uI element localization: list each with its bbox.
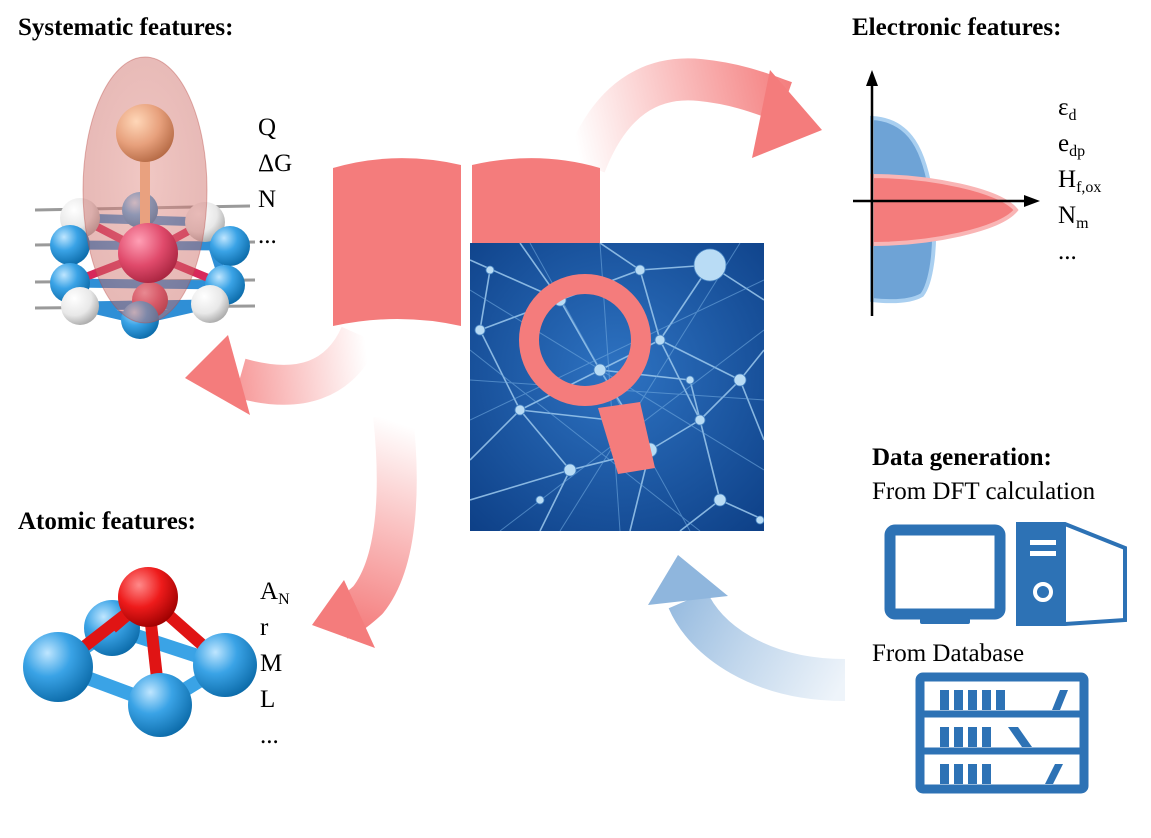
feature-item: ...: [1058, 238, 1077, 265]
from-database-label: From Database: [872, 640, 1025, 667]
electronic-features-heading: Electronic features:: [852, 14, 1062, 41]
arrow-to-electronic: [565, 58, 822, 173]
feature-item: ...: [258, 222, 277, 249]
dos-plot: [853, 70, 1040, 316]
atomic-feature-list: AN r M L ...: [260, 574, 290, 754]
from-dft-label: From DFT calculation: [872, 478, 1096, 505]
systematic-feature-list: Q ΔG N ...: [258, 110, 292, 254]
feature-item: M: [260, 650, 283, 677]
atomic-features-heading: Atomic features:: [18, 508, 196, 535]
feature-item: ΔG: [258, 150, 293, 177]
data-generation-heading: Data generation:: [872, 444, 1052, 471]
feature-item: Q: [258, 114, 277, 141]
feature-item: edp: [1058, 130, 1086, 160]
feature-item: N: [258, 186, 277, 213]
arrow-from-data: [648, 555, 846, 701]
feature-item: ...: [260, 722, 279, 749]
server-tower-icon: [1016, 522, 1127, 626]
magnifier-icon: [519, 274, 655, 474]
feature-item: r: [260, 614, 269, 641]
database-rack-icon: [915, 672, 1089, 794]
systematic-features-heading: Systematic features:: [18, 14, 234, 41]
feature-item: Nm: [1058, 202, 1089, 232]
feature-item: εd: [1058, 94, 1077, 124]
arrow-to-atomic: [312, 412, 417, 648]
surface-adsorbate-model: [34, 56, 256, 339]
feature-item: Hf,ox: [1058, 166, 1102, 196]
feature-item: L: [260, 686, 276, 713]
feature-item: AN: [260, 578, 290, 608]
electronic-feature-list: εd edp Hf,ox Nm ...: [1058, 90, 1101, 270]
atomic-cluster-model: [23, 567, 257, 737]
arrow-to-systematic: [185, 326, 379, 415]
computer-icon: [884, 524, 1006, 624]
